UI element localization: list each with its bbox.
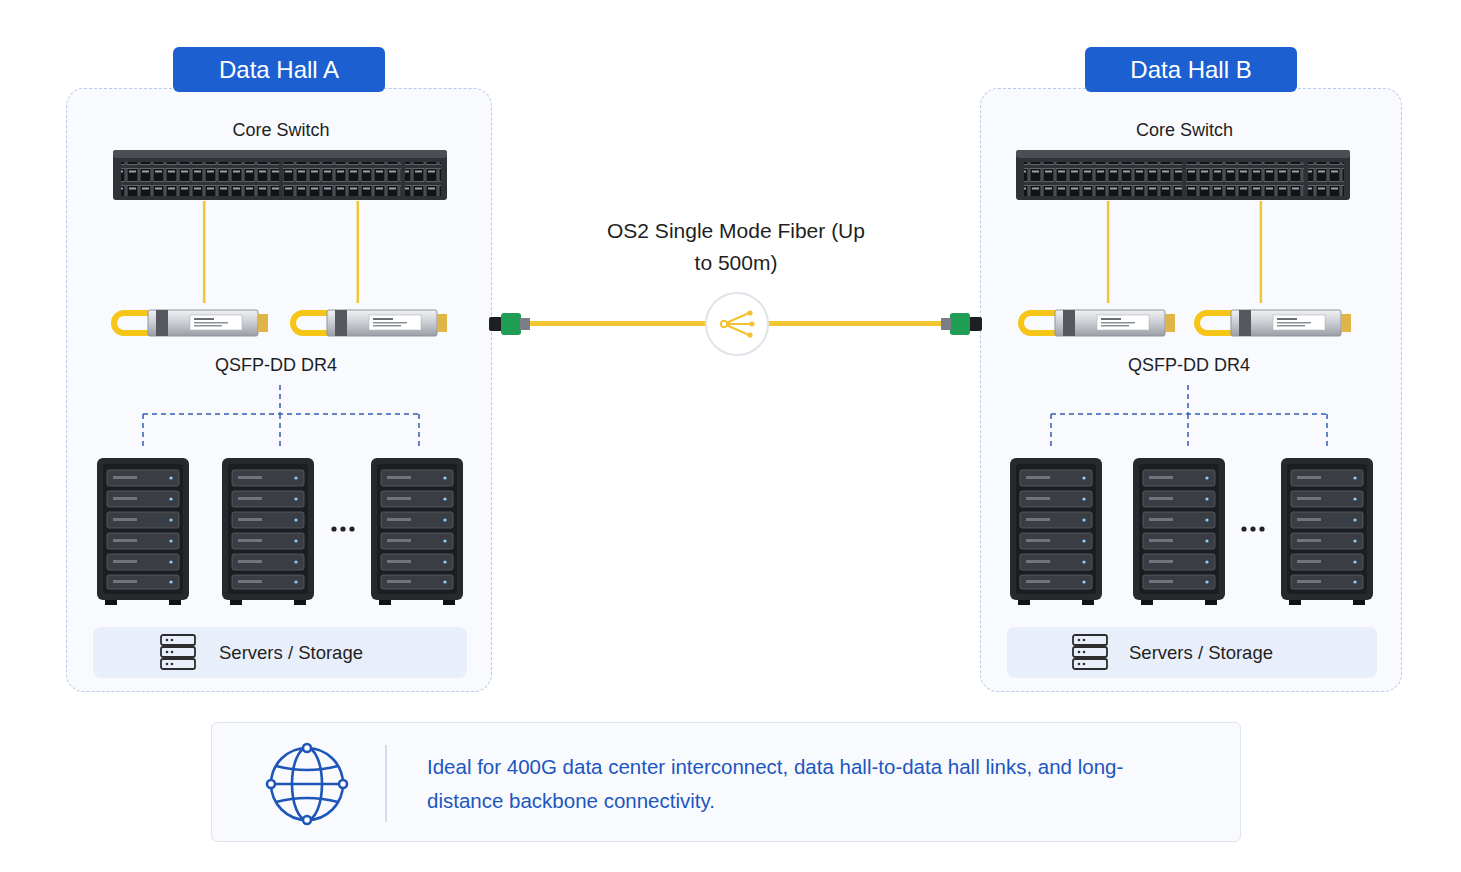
hall-title-tab: Data Hall A [173,47,385,92]
data-hall-container: Data Hall ACore SwitchQSFP-DD DR4Servers… [66,88,492,692]
transceiver-illustration [293,310,447,336]
dashed-bracket [143,385,419,450]
storage-band: Servers / Storage [1007,627,1377,678]
server-icon [1073,635,1107,669]
fiber-split-icon [706,293,768,355]
cable-label: OS2 Single Mode Fiber (Up to 500m) [606,215,866,279]
switch-label: Core Switch [114,118,448,142]
server-icon [161,635,195,669]
transceiver-illustration [1021,310,1175,336]
mpo-connector [941,313,982,335]
band-label: Servers / Storage [1129,640,1273,665]
mpo-connector [489,313,530,335]
server-rack [1281,458,1373,605]
data-hall-container: Data Hall BCore SwitchQSFP-DD DR4Servers… [980,88,1402,692]
ellipsis-dots [331,526,354,531]
server-rack [222,458,314,605]
server-rack [371,458,463,605]
note-text: Ideal for 400G data center interconnect,… [427,750,1172,818]
switch-label: Core Switch [1017,118,1352,142]
note-band: Ideal for 400G data center interconnect,… [211,722,1241,842]
server-rack [1010,458,1102,605]
fiber-patch-line [1260,201,1263,303]
transceiver-label: QSFP-DD DR4 [109,353,443,377]
fiber-patch-line [357,201,360,303]
fiber-patch-line [203,201,206,303]
hall-title-tab: Data Hall B [1085,47,1297,92]
transceiver-group: QSFP-DD DR4 [1025,303,1353,379]
transceiver-illustration [114,310,268,336]
globe-icon [267,744,347,824]
fiber-patch-line [1107,201,1110,303]
band-label: Servers / Storage [219,640,363,665]
server-rack [1133,458,1225,605]
ellipsis-dots [1241,526,1264,531]
divider-line [385,745,387,822]
switch-illustration [1016,150,1350,200]
transceiver-label: QSFP-DD DR4 [1025,353,1353,377]
fiber-cable [492,321,980,326]
core-switch: Core Switch [1017,151,1352,201]
core-switch: Core Switch [114,151,448,201]
transceiver-illustration [1197,310,1351,336]
storage-band: Servers / Storage [93,627,467,678]
transceiver-group: QSFP-DD DR4 [109,303,443,379]
switch-illustration [113,150,447,200]
server-rack [97,458,189,605]
dashed-bracket [1051,385,1327,450]
